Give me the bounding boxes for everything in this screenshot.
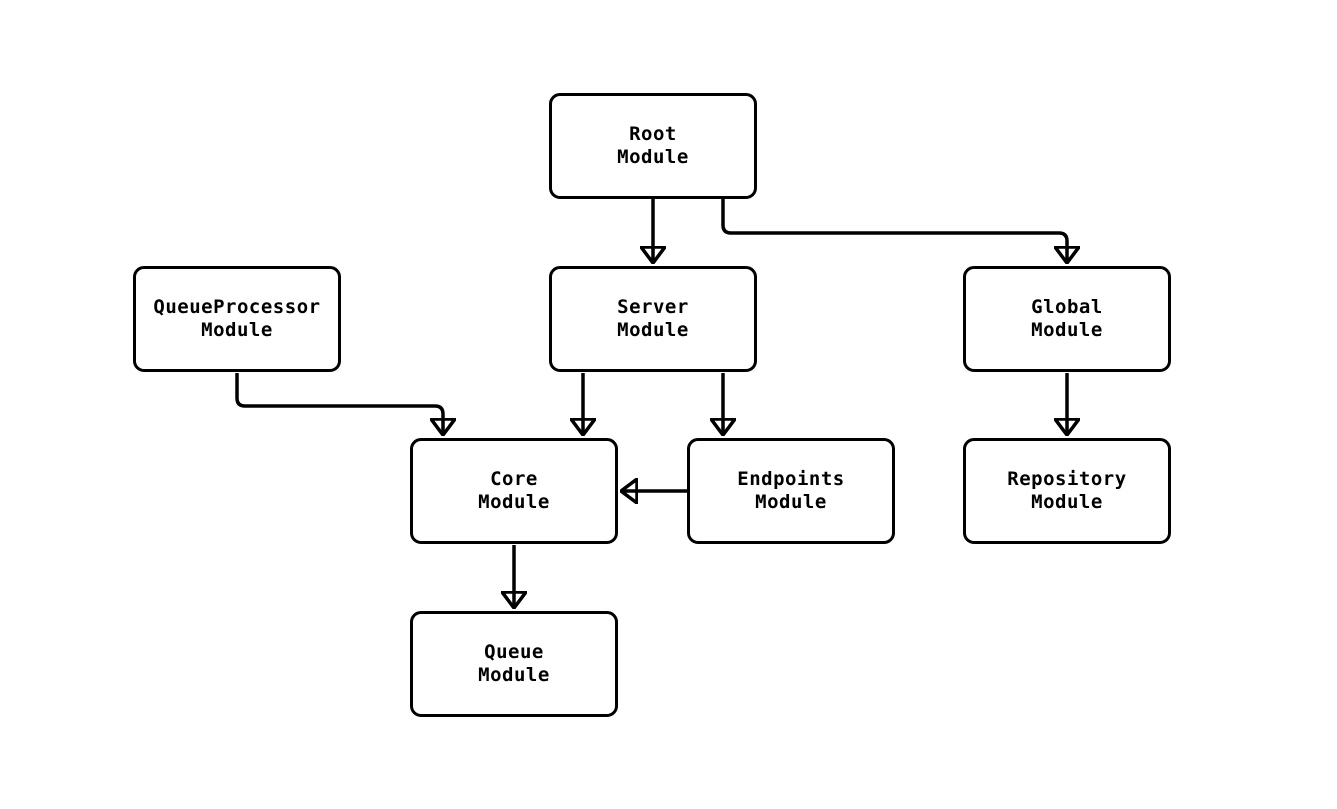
node-label: Module	[201, 319, 273, 341]
node-label: Module	[478, 664, 550, 686]
node-label: Module	[755, 491, 827, 513]
node-repository-module: Repository Module	[963, 438, 1171, 544]
edge-root-global	[721, 199, 1067, 262]
node-core-module: Core Module	[410, 438, 618, 544]
node-label: Module	[1031, 319, 1103, 341]
node-label: Module	[478, 491, 550, 513]
node-label: Repository	[1007, 468, 1127, 490]
node-queue-module: Queue Module	[410, 611, 618, 717]
node-label: Module	[617, 319, 689, 341]
node-label: Root	[629, 123, 677, 145]
node-label: Module	[617, 146, 689, 168]
node-queueprocessor-module: QueueProcessor Module	[133, 266, 341, 372]
node-root-module: Root Module	[549, 93, 757, 199]
node-label: QueueProcessor	[153, 296, 321, 318]
node-label: Queue	[484, 641, 544, 663]
node-label: Endpoints	[737, 468, 845, 490]
node-label: Module	[1031, 491, 1103, 513]
node-server-module: Server Module	[549, 266, 757, 372]
node-label: Global	[1031, 296, 1103, 318]
node-endpoints-module: Endpoints Module	[687, 438, 895, 544]
node-label: Server	[617, 296, 689, 318]
node-label: Core	[490, 468, 538, 490]
edge-queueprocessor-core	[235, 373, 443, 434]
node-global-module: Global Module	[963, 266, 1171, 372]
